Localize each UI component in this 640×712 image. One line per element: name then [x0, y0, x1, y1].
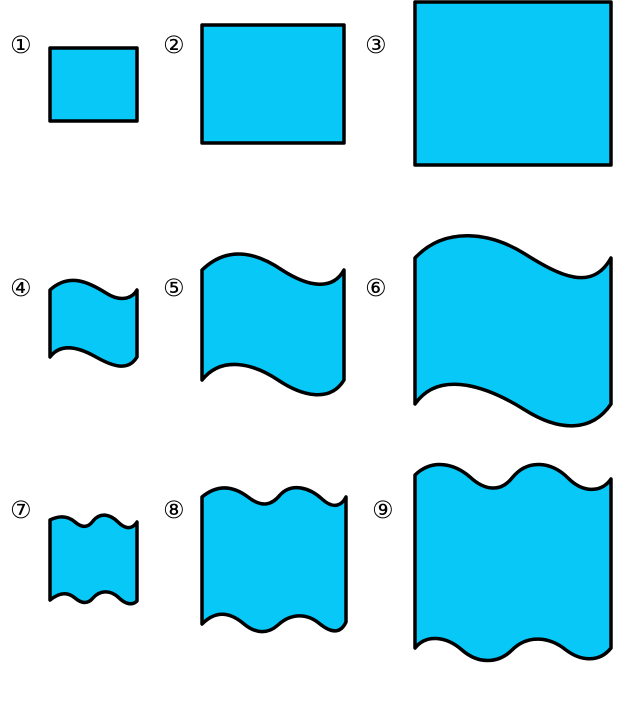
- shape-label-4: ④: [10, 274, 32, 302]
- shape-label-2: ②: [163, 31, 185, 59]
- shape-group-9: ⑨: [372, 462, 613, 663]
- rectangle-shape-medium: [200, 23, 346, 145]
- double-wave-shape-large: [413, 462, 613, 663]
- double-wave-shape-small: [48, 513, 139, 606]
- shape-group-2: ②: [163, 23, 346, 145]
- shape-group-4: ④: [10, 274, 139, 368]
- shape-label-3: ③: [365, 31, 387, 59]
- shape-group-1: ①: [10, 31, 139, 123]
- shape-label-8: ⑧: [163, 496, 185, 524]
- single-wave-shape-medium: [200, 252, 346, 397]
- shape-label-9: ⑨: [372, 496, 394, 524]
- shape-group-3: ③: [365, 0, 613, 167]
- shape-label-5: ⑤: [163, 274, 185, 302]
- double-wave-shape-medium: [200, 485, 348, 634]
- single-wave-shape-small: [48, 278, 139, 368]
- shape-group-5: ⑤: [163, 252, 346, 397]
- shape-group-6: ⑥: [365, 234, 613, 428]
- rectangle-shape-large: [413, 0, 613, 167]
- shape-label-7: ⑦: [10, 496, 32, 524]
- shape-group-7: ⑦: [10, 496, 139, 606]
- rectangle-shape-small: [48, 46, 139, 123]
- single-wave-shape-large: [413, 234, 613, 428]
- shape-group-8: ⑧: [163, 485, 348, 634]
- shape-label-1: ①: [10, 31, 32, 59]
- shape-label-6: ⑥: [365, 274, 387, 302]
